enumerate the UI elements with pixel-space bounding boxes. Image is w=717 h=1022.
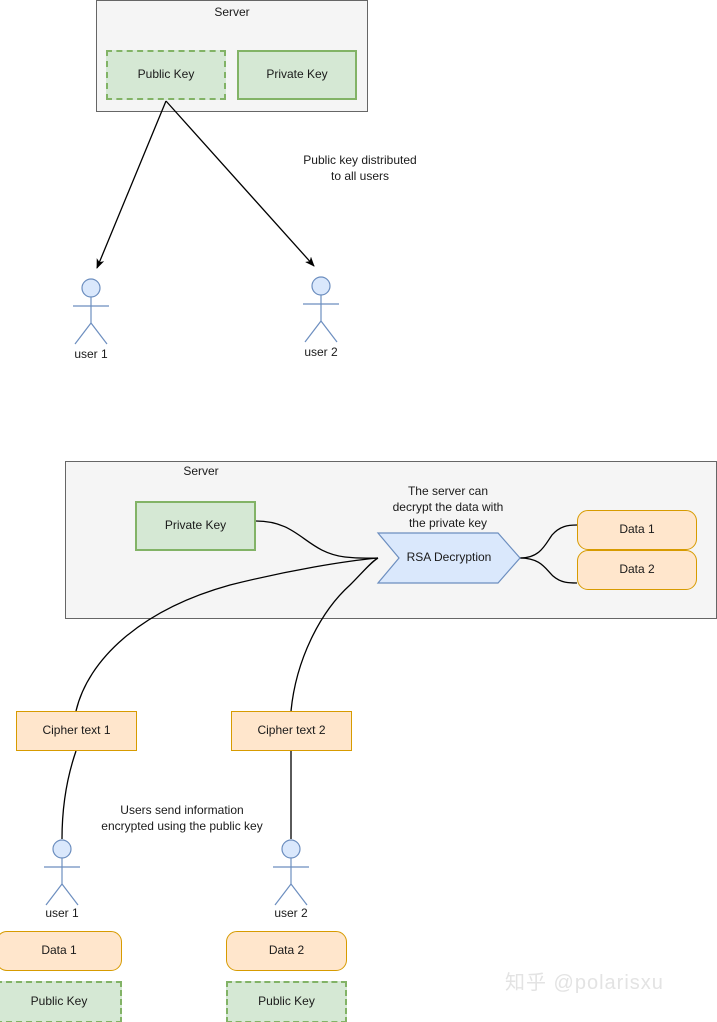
cipher-text-1-label: Cipher text 1: [42, 723, 111, 738]
actor-figure-icon: [273, 839, 309, 906]
rsa-decryption-label: RSA Decryption: [406, 550, 492, 565]
bottom-actor-user-1-label: user 1: [45, 906, 79, 920]
top-public-key-label: Public Key: [137, 67, 195, 82]
actor-figure-icon: [44, 839, 80, 906]
public-key-distribution-annotation: Public key distributed to all users: [303, 153, 417, 184]
output-data-2-box[interactable]: Data 2: [577, 550, 697, 590]
edge-publickey-to-user1: [96, 100, 167, 269]
bottom-actor-user-2-label: user 2: [274, 906, 308, 920]
top-server-label: Server: [214, 5, 250, 19]
user-2-public-key-label: Public Key: [258, 994, 315, 1009]
bottom-server-label: Server: [183, 464, 219, 478]
top-public-key-box[interactable]: Public Key: [106, 50, 226, 100]
top-actor-user-2[interactable]: [295, 276, 347, 351]
top-actor-user-1-label: user 1: [74, 347, 108, 361]
user-1-data-label: Data 1: [41, 943, 77, 958]
top-private-key-label: Private Key: [266, 67, 328, 82]
output-data-1-label: Data 1: [619, 522, 655, 537]
cipher-text-2-label: Cipher text 2: [257, 723, 326, 738]
bottom-actor-user-2[interactable]: [265, 839, 317, 914]
user-2-public-key-box[interactable]: Public Key: [226, 981, 347, 1022]
cipher-text-1-box[interactable]: Cipher text 1: [16, 711, 137, 751]
output-data-1-box[interactable]: Data 1: [577, 510, 697, 550]
watermark-label: 知乎 @polarisxu: [505, 972, 664, 994]
user-1-public-key-label: Public Key: [30, 994, 88, 1009]
bottom-private-key-label: Private Key: [164, 518, 227, 533]
top-actor-user-2-label: user 2: [304, 345, 338, 359]
output-data-2-label: Data 2: [619, 562, 655, 577]
user-1-public-key-box[interactable]: Public Key: [0, 981, 122, 1022]
edge-user1-to-ciphertext1: [61, 750, 77, 840]
cipher-text-2-box[interactable]: Cipher text 2: [231, 711, 352, 751]
bottom-private-key-box[interactable]: Private Key: [135, 501, 256, 551]
user-1-data-box[interactable]: Data 1: [0, 931, 122, 971]
user-2-data-box[interactable]: Data 2: [226, 931, 347, 971]
server-decrypt-annotation: The server can decrypt the data with the…: [392, 484, 504, 531]
user-2-data-label: Data 2: [268, 943, 305, 958]
top-actor-user-1[interactable]: [65, 278, 117, 353]
users-send-annotation: Users send information encrypted using t…: [101, 803, 263, 834]
actor-figure-icon: [73, 278, 109, 345]
actor-figure-icon: [303, 276, 339, 343]
rsa-decryption-label-wrap[interactable]: RSA Decryption: [378, 533, 520, 583]
top-private-key-box[interactable]: Private Key: [237, 50, 357, 100]
bottom-actor-user-1[interactable]: [36, 839, 88, 914]
